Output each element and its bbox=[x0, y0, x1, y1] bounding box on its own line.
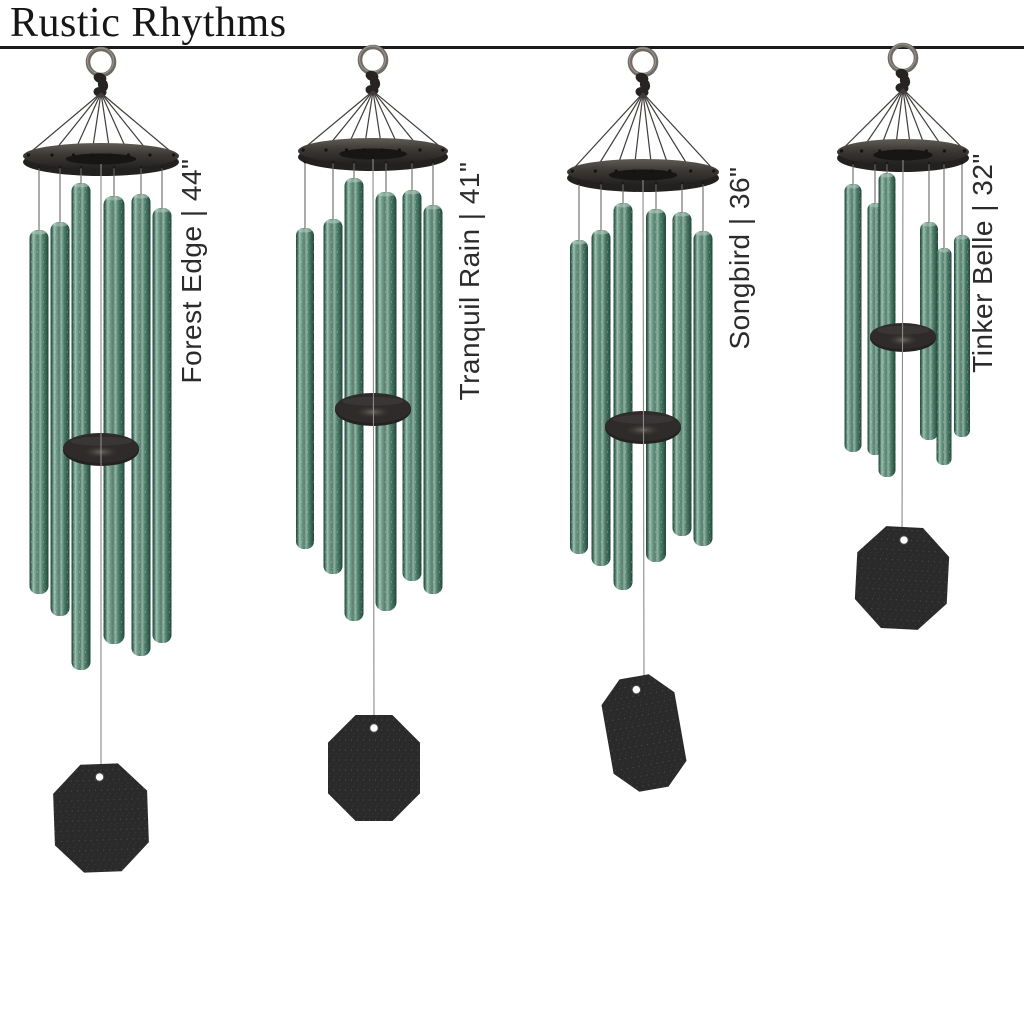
chime-illustration-tinker-belle bbox=[837, 42, 970, 630]
chime-size-label-forest-edge: Forest Edge | 44" bbox=[176, 158, 207, 384]
chime-size-label-tranquil-rain: Tranquil Rain | 41" bbox=[454, 161, 485, 401]
chime-size-label-tinker-belle: Tinker Belle | 32" bbox=[967, 153, 998, 373]
hanging-bar bbox=[0, 46, 1024, 49]
chime-illustration-songbird bbox=[567, 46, 719, 792]
collection-title: Rustic Rhythms bbox=[10, 0, 287, 46]
chime-size-label-songbird: Songbird | 36" bbox=[724, 166, 755, 350]
chime-illustration-forest-edge bbox=[23, 46, 179, 873]
chime-illustration-tranquil-rain bbox=[296, 44, 448, 821]
